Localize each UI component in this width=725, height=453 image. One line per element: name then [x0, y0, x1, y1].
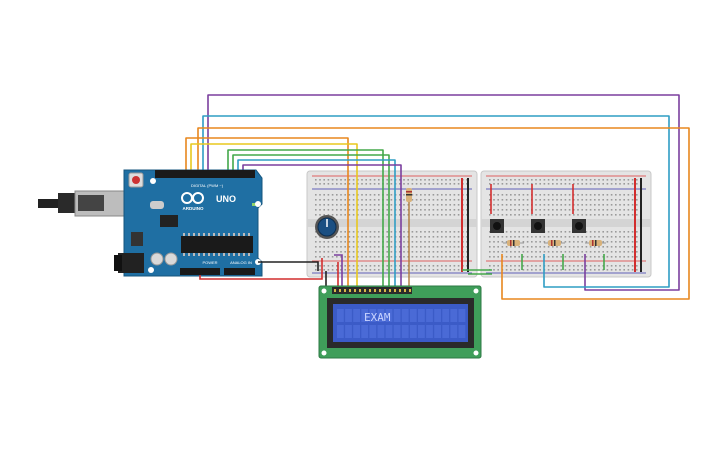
led-on — [252, 203, 257, 206]
breadboard-right-holes — [489, 179, 642, 271]
wire-blue — [202, 115, 670, 288]
atmega-chip-pins — [183, 233, 250, 256]
resistor-3 — [585, 240, 606, 246]
pushbutton-1[interactable] — [490, 219, 504, 233]
wire-purple-2 — [242, 164, 402, 288]
digital-header-label: DIGITAL (PWM ~) — [191, 183, 224, 188]
resistor-2 — [544, 240, 565, 246]
wire-red-5v — [199, 258, 323, 280]
analog-header — [224, 268, 255, 275]
wires-bridge — [462, 269, 492, 275]
voltage-regulator — [131, 232, 143, 246]
lcd-pin-header — [332, 287, 412, 294]
resistor-1 — [503, 240, 524, 246]
wires-overhead — [185, 94, 690, 300]
wire-yellow — [190, 143, 358, 195]
capacitor-2 — [164, 252, 178, 266]
wire-orange — [197, 127, 690, 300]
wire-blue-2 — [237, 159, 396, 288]
arduino-uno-board[interactable]: DIGITAL (PWM ~) ARDUINO UNO POWER ANALOG… — [38, 169, 263, 277]
wires-power — [199, 258, 323, 280]
atmega-chip — [181, 236, 253, 253]
arduino-model: UNO — [216, 194, 236, 204]
analog-header-label: ANALOG IN — [230, 260, 252, 265]
potentiometer[interactable] — [315, 215, 339, 239]
wire-black-gnd — [258, 261, 319, 271]
lcd-16x2-module[interactable]: EXAM — [318, 285, 482, 359]
wire-green-1 — [227, 149, 384, 288]
usb-cable — [38, 199, 62, 208]
lcd-cells — [337, 309, 466, 338]
breadboard-right[interactable] — [480, 170, 652, 278]
wire-orange-2 — [185, 137, 349, 195]
crystal — [150, 201, 164, 209]
arduino-logo-icon — [181, 192, 204, 204]
wire-purple — [207, 94, 680, 291]
power-header — [180, 268, 220, 275]
resistor-backlight — [406, 188, 412, 288]
pushbutton-3[interactable] — [572, 219, 586, 233]
wire-green-2 — [232, 154, 390, 288]
wires-breadboard-right — [490, 178, 642, 272]
small-chip — [160, 215, 178, 227]
pushbutton-2[interactable] — [531, 219, 545, 233]
arduino-brand: ARDUINO — [183, 206, 204, 211]
lcd-display-text: EXAM — [364, 311, 391, 324]
lcd-pins — [334, 289, 411, 292]
wires-breadboard-left — [325, 178, 469, 288]
digital-header — [155, 170, 255, 178]
power-header-label: POWER — [202, 260, 217, 265]
breadboard-left[interactable] — [306, 170, 478, 278]
capacitor-1 — [150, 252, 164, 266]
power-jack — [118, 253, 144, 273]
